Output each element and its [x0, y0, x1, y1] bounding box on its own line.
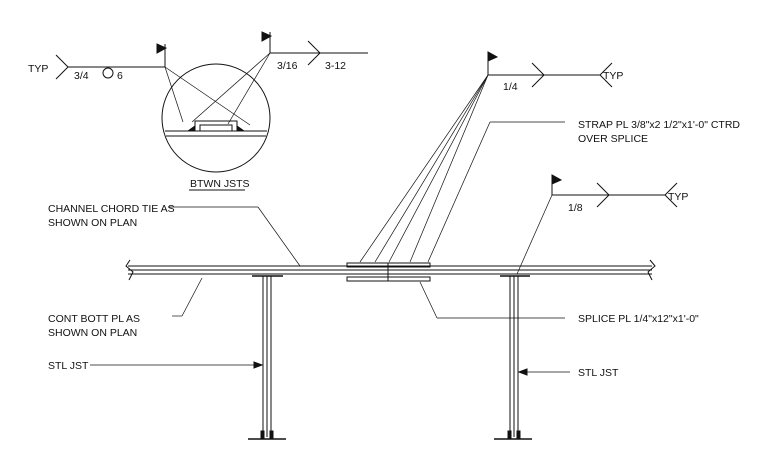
detail-circle-btwn-jsts — [161, 63, 271, 173]
weld-symbol-top-right — [191, 31, 368, 125]
detail-title: BTWN JSTS — [190, 178, 250, 190]
typ-label-strap: TYP — [603, 70, 623, 82]
weld-size-top-left: 3/4 — [74, 70, 89, 82]
weld-size-strap: 1/4 — [503, 81, 518, 93]
steel-joist-left — [248, 276, 286, 440]
steel-joist-right — [494, 276, 532, 440]
splice-pl-label: SPLICE PL 1/4"x12"x1'-0" — [578, 313, 699, 325]
bott-pl-label-line2: SHOWN ON PLAN — [48, 327, 137, 339]
stl-jst-left-leader — [90, 361, 264, 369]
weld-symbol-joist — [516, 174, 678, 275]
weld-symbol-strap — [359, 51, 613, 263]
strap-pl-label-line2: OVER SPLICE — [578, 133, 648, 145]
stl-jst-right-label: STL JST — [578, 367, 619, 379]
typ-label-top-left: TYP — [28, 63, 48, 75]
stl-jst-right-leader — [517, 368, 570, 376]
channel-chord-label-line2: SHOWN ON PLAN — [48, 217, 137, 229]
bott-pl-label-line1: CONT BOTT PL AS — [48, 313, 140, 325]
weld-length-top-left: 6 — [117, 70, 123, 82]
stl-jst-left-label: STL JST — [48, 360, 89, 372]
bott-pl-leader — [172, 277, 203, 317]
strap-pl-label-line1: STRAP PL 3/8"x2 1/2"x1'-0" CTRD — [578, 119, 740, 131]
typ-label-joist: TYP — [668, 191, 688, 203]
channel-chord-tie — [125, 259, 656, 281]
splice-pl-leader — [419, 281, 565, 319]
weld-size-joist: 1/8 — [568, 202, 583, 214]
strap-pl-leader — [427, 121, 565, 263]
weld-symbol-top-left — [55, 43, 251, 126]
channel-chord-leader — [168, 206, 301, 267]
splice-plate — [346, 263, 431, 282]
weld-length-top-right: 3-12 — [325, 60, 346, 72]
weld-size-top-right: 3/16 — [277, 60, 298, 72]
channel-chord-label-line1: CHANNEL CHORD TIE AS — [48, 203, 175, 215]
